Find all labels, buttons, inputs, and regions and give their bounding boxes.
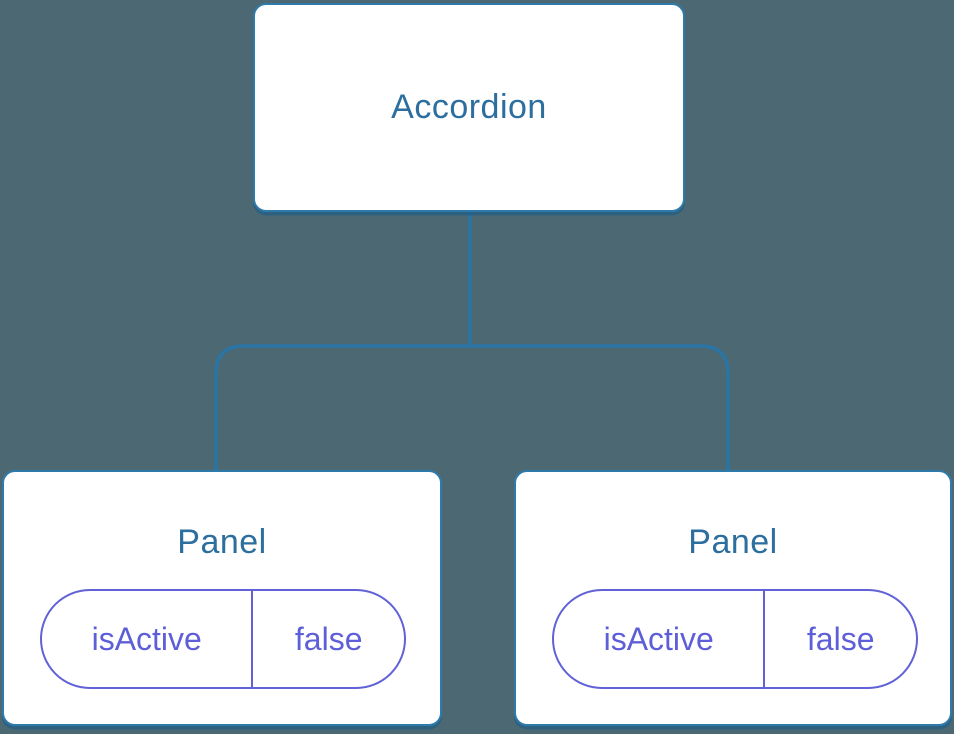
state-value-label: false: [806, 620, 875, 657]
accordion-node: Accordion: [253, 3, 685, 212]
state-name-label: isActive: [554, 591, 766, 687]
panel-node-left: Panel isActive false: [2, 470, 442, 726]
state-value-label: false: [294, 620, 363, 657]
panel-left-state-pill: isActive false: [40, 589, 406, 689]
panel-right-state-pill: isActive false: [552, 589, 918, 689]
branch-connector-bracket: [214, 344, 730, 471]
accordion-node-label: Accordion: [391, 88, 547, 126]
state-name-label: isActive: [42, 591, 254, 687]
panel-node-right: Panel isActive false: [514, 470, 952, 726]
panel-right-label: Panel: [688, 523, 778, 561]
panel-left-label: Panel: [177, 523, 267, 561]
